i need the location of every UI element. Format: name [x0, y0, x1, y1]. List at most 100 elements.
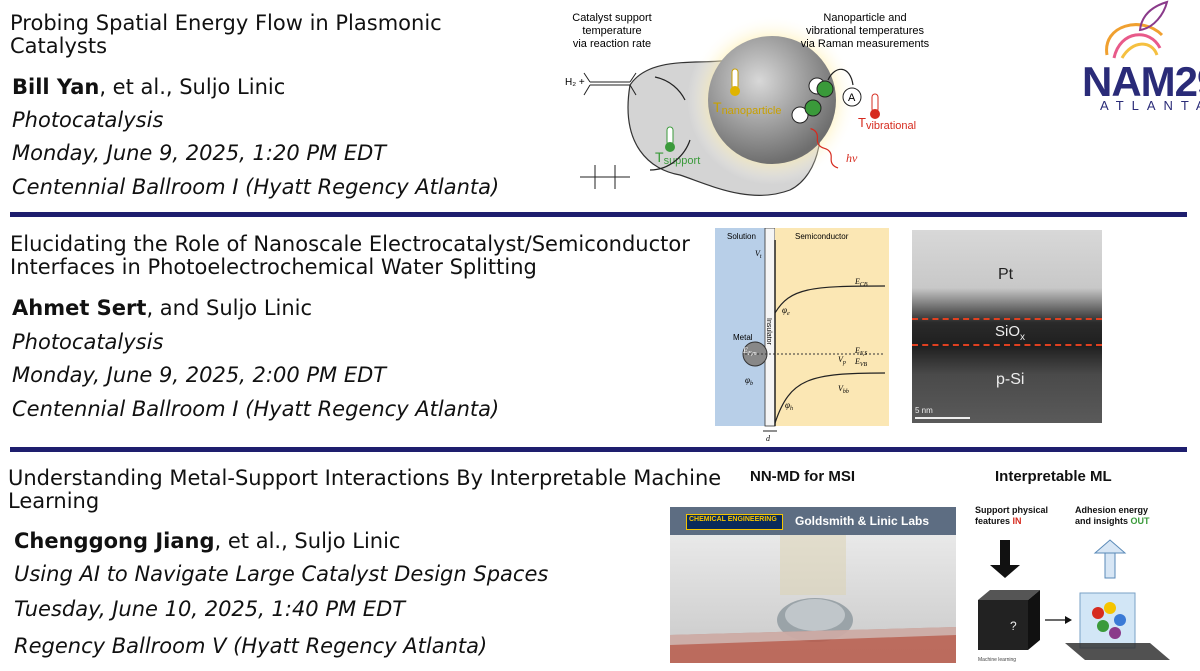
ball-5	[1109, 627, 1121, 639]
nnmd-heading: NN-MD for MSI	[750, 468, 855, 485]
down-arrow-shaft	[1000, 540, 1010, 565]
vp-label: Vp	[838, 355, 846, 366]
ecb-label: ECB	[854, 277, 868, 288]
talk2-session: Photocatalysis	[12, 330, 164, 354]
talk3-datetime: Tuesday, June 10, 2025, 1:40 PM EDT	[14, 597, 406, 621]
talk1-datetime: Monday, June 9, 2025, 1:20 PM EDT	[12, 141, 387, 165]
vibrational-thermometer-icon	[870, 93, 880, 119]
phi-b-label: φb	[745, 375, 753, 387]
glass-box-icon	[1079, 592, 1136, 649]
electron-1-icon	[816, 80, 834, 98]
solution-label: Solution	[727, 232, 756, 241]
hv-label: hv	[846, 151, 858, 165]
talk2-authors: Ahmet Sert, and Suljo Linic	[12, 296, 312, 320]
ball-4	[1097, 620, 1109, 632]
plasmonic-catalyst-figure: Tnanoparticle Tsupport Tvibrational Cata…	[565, 12, 930, 196]
siox-bottom-boundary	[912, 344, 1102, 346]
talk1-presenter: Bill Yan	[12, 75, 100, 99]
input-features-line1: Support physical	[975, 505, 1049, 515]
talk2-presenter: Ahmet Sert	[12, 296, 147, 320]
lab-label: Goldsmith & Linic Labs	[795, 514, 930, 528]
down-arrow-icon	[990, 565, 1020, 578]
output-line2: and insights OUT	[1075, 516, 1150, 527]
solution-region	[715, 228, 765, 426]
nam29-logo: NAM29 ATLANTA	[1072, 0, 1200, 115]
d-label: d	[766, 434, 771, 443]
talk2-title-line1: Elucidating the Role of Nanoscale Electr…	[10, 232, 690, 256]
nnmd-simulation-image: CHEMICAL ENGINEERING Goldsmith & Linic L…	[670, 507, 956, 663]
output-label: Adhesion energy and insights OUT	[1075, 505, 1150, 527]
ball-1	[1092, 607, 1104, 619]
logo-text: NAM29	[1082, 58, 1200, 105]
siox-top-boundary	[912, 318, 1102, 320]
reaction-arrow-out	[649, 139, 691, 171]
np-caption-1: Nanoparticle and	[823, 12, 906, 24]
cb-curve	[774, 285, 886, 314]
t-vibrational-label: Tvibrational	[858, 115, 916, 132]
siox-text: SiO	[995, 323, 1021, 340]
in-word: IN	[1012, 516, 1022, 526]
support-caption-2: temperature	[582, 25, 641, 37]
scale-bar-label: 5 nm	[915, 406, 933, 415]
up-arrow-icon	[1093, 539, 1127, 554]
peach-leaf-icon	[1105, 0, 1169, 59]
up-arrow-shaft	[1104, 552, 1116, 579]
talk1-title-line1: Probing Spatial Energy Flow in Plasmonic	[10, 11, 442, 35]
semiconductor-region	[775, 228, 889, 426]
iml-heading: Interpretable ML	[995, 468, 1112, 485]
md-scene	[670, 535, 956, 663]
photon-wave-icon	[810, 128, 839, 169]
support-caption-3: via reaction rate	[573, 38, 651, 50]
talk2-coauthors: , and Suljo Linic	[146, 296, 313, 320]
evb-label: EVB	[854, 357, 868, 368]
talk3-coauthors: , et al., Suljo Linic	[214, 529, 401, 553]
output-line1: Adhesion energy	[1075, 505, 1149, 515]
talk1-location: Centennial Ballroom I (Hyatt Regency Atl…	[12, 175, 500, 199]
input-features-label: Support physical features IN	[975, 505, 1048, 527]
psi-label: p-Si	[996, 371, 1025, 388]
t-support-label: Tsupport	[655, 149, 700, 167]
talk1-title-line2: Catalysts	[10, 34, 108, 58]
umich-badge	[686, 514, 783, 530]
support-thermometer-icon	[665, 126, 675, 152]
t-nanoparticle-label: Tnanoparticle	[713, 99, 782, 117]
pt-label: Pt	[998, 266, 1014, 283]
vbb-label: Vbb	[838, 384, 849, 395]
black-box-icon	[978, 600, 1028, 650]
efs-text: EF,S	[854, 346, 867, 357]
logo-city: ATLANTA	[1100, 98, 1200, 113]
black-box-q: ?	[1010, 619, 1017, 633]
talk2-datetime: Monday, June 9, 2025, 2:00 PM EDT	[12, 363, 387, 387]
talk2-title-line2: Interfaces in Photoelectrochemical Water…	[10, 255, 537, 279]
ml-caption: Machine learning	[978, 657, 1016, 663]
nanoparticle-sphere	[708, 36, 836, 164]
hole-2-icon	[791, 106, 809, 124]
talk1-title: Probing Spatial Energy Flow in Plasmonic…	[10, 12, 442, 58]
vt-label: Vt	[755, 249, 762, 260]
talk3-session: Using AI to Navigate Large Catalyst Desi…	[14, 562, 549, 586]
metal-label: Metal	[733, 333, 753, 342]
out-word: OUT	[1130, 516, 1150, 526]
talk3-location: Regency Ballroom V (Hyatt Regency Atlant…	[14, 634, 488, 658]
electron-2-icon	[804, 99, 822, 117]
talk3-title-line1: Understanding Metal-Support Interactions…	[8, 466, 722, 490]
iml-diagram: ? Machine learning	[978, 539, 1170, 663]
talk3-authors: Chenggong Jiang, et al., Suljo Linic	[14, 529, 400, 553]
ethylene-molecule	[583, 72, 637, 96]
np-caption-3: via Raman measurements	[801, 38, 930, 50]
talk3-title-line2: Learning	[8, 489, 100, 513]
talk1-authors: Bill Yan, et al., Suljo Linic	[12, 75, 285, 99]
adsorbate-a-label: A	[848, 92, 856, 104]
tem-image: Pt SiOx p-Si 5 nm	[912, 230, 1102, 423]
m-watermark	[780, 535, 846, 595]
ball-2	[1104, 602, 1116, 614]
siox-label: SiOx	[995, 323, 1025, 343]
efm-label: EF,m	[742, 346, 757, 357]
black-box-top	[978, 590, 1040, 600]
phi-e-label: φe	[782, 305, 790, 317]
talk3-title: Understanding Metal-Support Interactions…	[8, 467, 721, 513]
phi-h-label: φh	[785, 400, 793, 412]
transform-arrow-head	[1065, 616, 1072, 624]
band-diagram-figure: Solution Semiconductor Metal Insulator E…	[715, 228, 889, 443]
np-thermometer-icon	[730, 68, 740, 96]
